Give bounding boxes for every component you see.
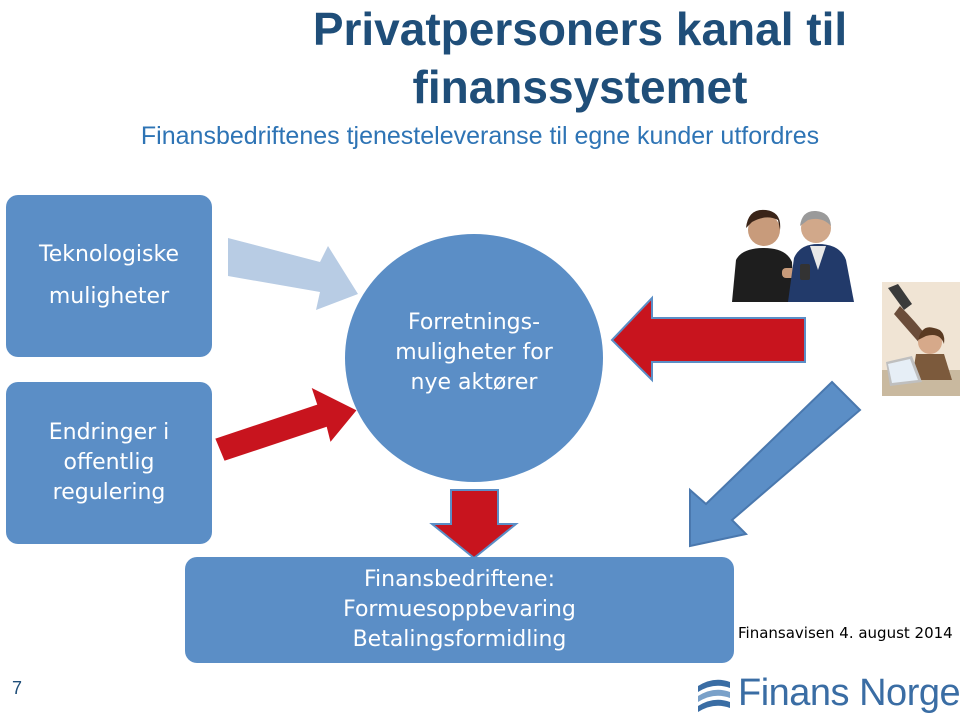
arrow-customers-to-center	[610, 295, 806, 383]
finans-norge-logo-icon	[698, 679, 730, 712]
box-regulation-label: Endringer i offentlig regulering	[48, 420, 170, 505]
finans-norge-logo: Finans Norge	[696, 672, 960, 715]
arrow-center-to-bottom	[429, 489, 519, 560]
page-subtitle: Finansbedriftenes tjenesteleveranse til …	[140, 122, 820, 150]
box-technology: Teknologiske muligheter	[6, 195, 212, 357]
center-circle-label: Forretnings- muligheter for nye aktører	[395, 310, 553, 395]
box-technology-label: Teknologiske muligheter	[39, 242, 179, 309]
logo-text: Finans Norge	[738, 672, 960, 714]
page-title: Privatpersoners kanal til finanssystemet	[312, 3, 848, 113]
laptop-photo	[882, 282, 960, 396]
arrow-customers-to-bottom	[689, 380, 862, 548]
source-caption: Finansavisen 4. august 2014	[738, 624, 953, 642]
box-finance-companies-label: Finansbedriftene: Formuesoppbevaring Bet…	[343, 567, 576, 652]
box-finance-companies: Finansbedriftene: Formuesoppbevaring Bet…	[185, 557, 734, 663]
arrow-regulation-to-center	[212, 384, 360, 464]
arrow-tech-to-center	[228, 238, 358, 310]
people-photo	[722, 200, 862, 302]
slide-number: 7	[12, 678, 23, 698]
box-regulation: Endringer i offentlig regulering	[6, 382, 212, 544]
center-circle: Forretnings- muligheter for nye aktører	[345, 234, 603, 482]
